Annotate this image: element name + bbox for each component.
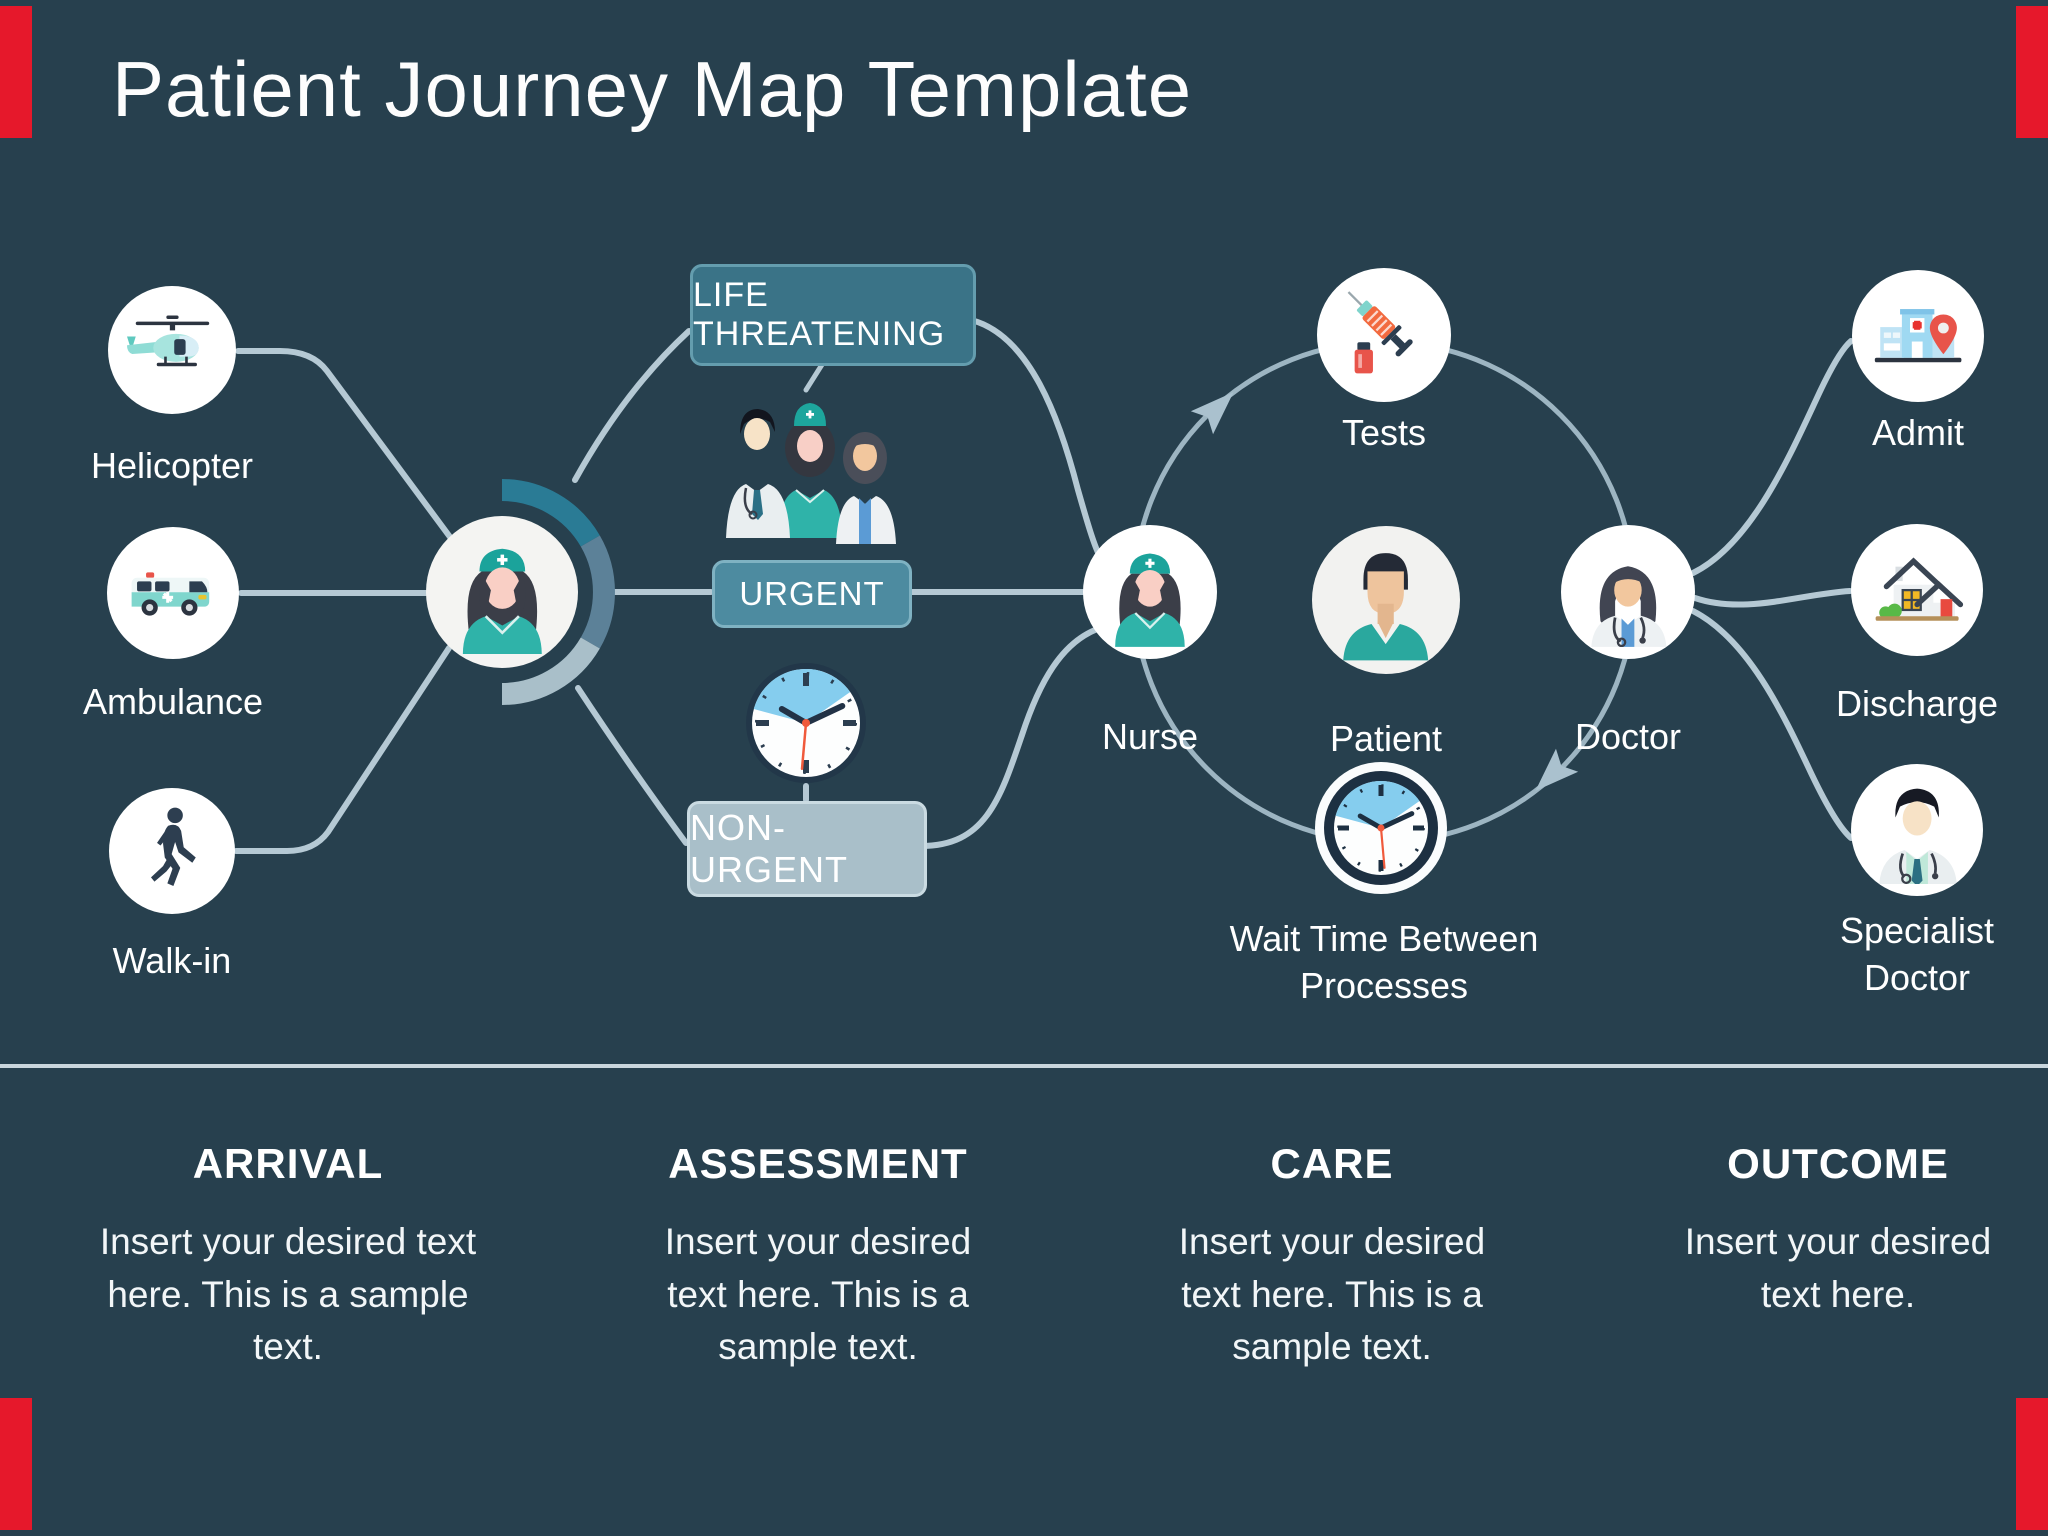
line-doctor-to-discharge (1692, 588, 1853, 608)
hospital-admit-icon (1874, 308, 1962, 363)
triage-nurse-node (426, 516, 578, 668)
nurse-avatar-icon (1115, 553, 1185, 647)
non-urgent-label: NON-URGENT (690, 807, 848, 890)
care-heading: CARE (1270, 1140, 1394, 1187)
section-outcome: OUTCOME Insert your desired text here. (1668, 1140, 2008, 1321)
walking-person-icon (151, 807, 197, 887)
medical-team-icon (726, 403, 896, 544)
patient-avatar-icon (1343, 553, 1429, 661)
assessment-heading: ASSESSMENT (668, 1140, 968, 1187)
nurse-node (1083, 525, 1217, 659)
cycle-arrow-up-icon (1190, 392, 1234, 435)
ambulance-label: Ambulance (82, 681, 264, 722)
wait-label: Wait Time Between Processes (1229, 918, 1539, 1006)
syringe-tests-icon (1347, 291, 1413, 374)
line-triage-to-non-urgent (575, 685, 689, 846)
triage-arc (501, 479, 615, 705)
helicopter-label: Helicopter (90, 445, 254, 486)
walkin-label: Walk-in (112, 940, 232, 981)
arrival-body: Insert your desired text here. This is a… (99, 1221, 477, 1368)
ambulance-node (107, 527, 239, 659)
life-threatening-badge: LIFE THREATENING (690, 264, 976, 366)
section-assessment: ASSESSMENT Insert your desired text here… (648, 1140, 988, 1374)
discharge-label: Discharge (1835, 683, 1999, 724)
line-badge-to-team (803, 360, 826, 393)
line-non-urgent-to-nurse (918, 627, 1098, 849)
non-urgent-badge: NON-URGENT (687, 801, 927, 897)
red-edge-bar-bottom-left (0, 1398, 32, 1530)
outcome-body: Insert your desired text here. (1684, 1221, 1992, 1315)
care-body: Insert your desired text here. This is a… (1178, 1221, 1486, 1368)
ambulance-icon (131, 572, 210, 616)
tests-label: Tests (1341, 412, 1427, 453)
triage-clock-icon (746, 663, 866, 783)
line-helicopter-to-triage (235, 348, 453, 540)
section-arrival: ARRIVAL Insert your desired text here. T… (73, 1140, 503, 1374)
assessment-body: Insert your desired text here. This is a… (664, 1221, 972, 1368)
wait-clock-icon (1315, 762, 1447, 894)
helicopter-node (108, 286, 236, 414)
section-care: CARE Insert your desired text here. This… (1162, 1140, 1502, 1374)
patient-label: Patient (1329, 718, 1443, 759)
line-walkin-to-triage (233, 645, 452, 854)
urgent-label: URGENT (739, 575, 885, 612)
arrival-heading: ARRIVAL (192, 1140, 384, 1187)
nurse-label: Nurse (1101, 716, 1199, 757)
admit-node (1852, 270, 1984, 402)
helicopter-icon (126, 315, 209, 366)
discharge-node (1851, 524, 1983, 656)
line-doctor-to-admit (1690, 338, 1854, 576)
doctor-avatar-icon (1591, 566, 1667, 647)
patient-node (1312, 526, 1460, 674)
admit-label: Admit (1871, 412, 1965, 453)
walkin-node (109, 788, 235, 914)
triage-nurse-avatar-icon (462, 548, 542, 655)
doctor-node (1561, 525, 1695, 659)
urgent-badge: URGENT (712, 560, 912, 628)
doctor-label: Doctor (1574, 716, 1682, 757)
specialist-doctor-avatar-icon (1879, 788, 1957, 885)
red-edge-bar-bottom-right (2016, 1398, 2048, 1530)
outcome-heading: OUTCOME (1727, 1140, 1949, 1187)
line-life-threatening-to-nurse (968, 317, 1103, 560)
line-triage-to-life-threatening (572, 328, 692, 483)
red-edge-bar-top-left (0, 6, 32, 138)
page-title: Patient Journey Map Template (112, 45, 1193, 133)
section-divider (0, 1064, 2048, 1068)
tests-node (1317, 268, 1451, 402)
house-discharge-icon (1875, 557, 1963, 621)
specialist-node (1851, 764, 1983, 896)
life-threatening-label: LIFE THREATENING (693, 276, 946, 353)
cycle-arrow-down-icon (1535, 748, 1579, 791)
specialist-label: Specialist Doctor (1839, 910, 1995, 998)
red-edge-bar-top-right (2016, 6, 2048, 138)
line-doctor-to-specialist (1690, 608, 1854, 841)
